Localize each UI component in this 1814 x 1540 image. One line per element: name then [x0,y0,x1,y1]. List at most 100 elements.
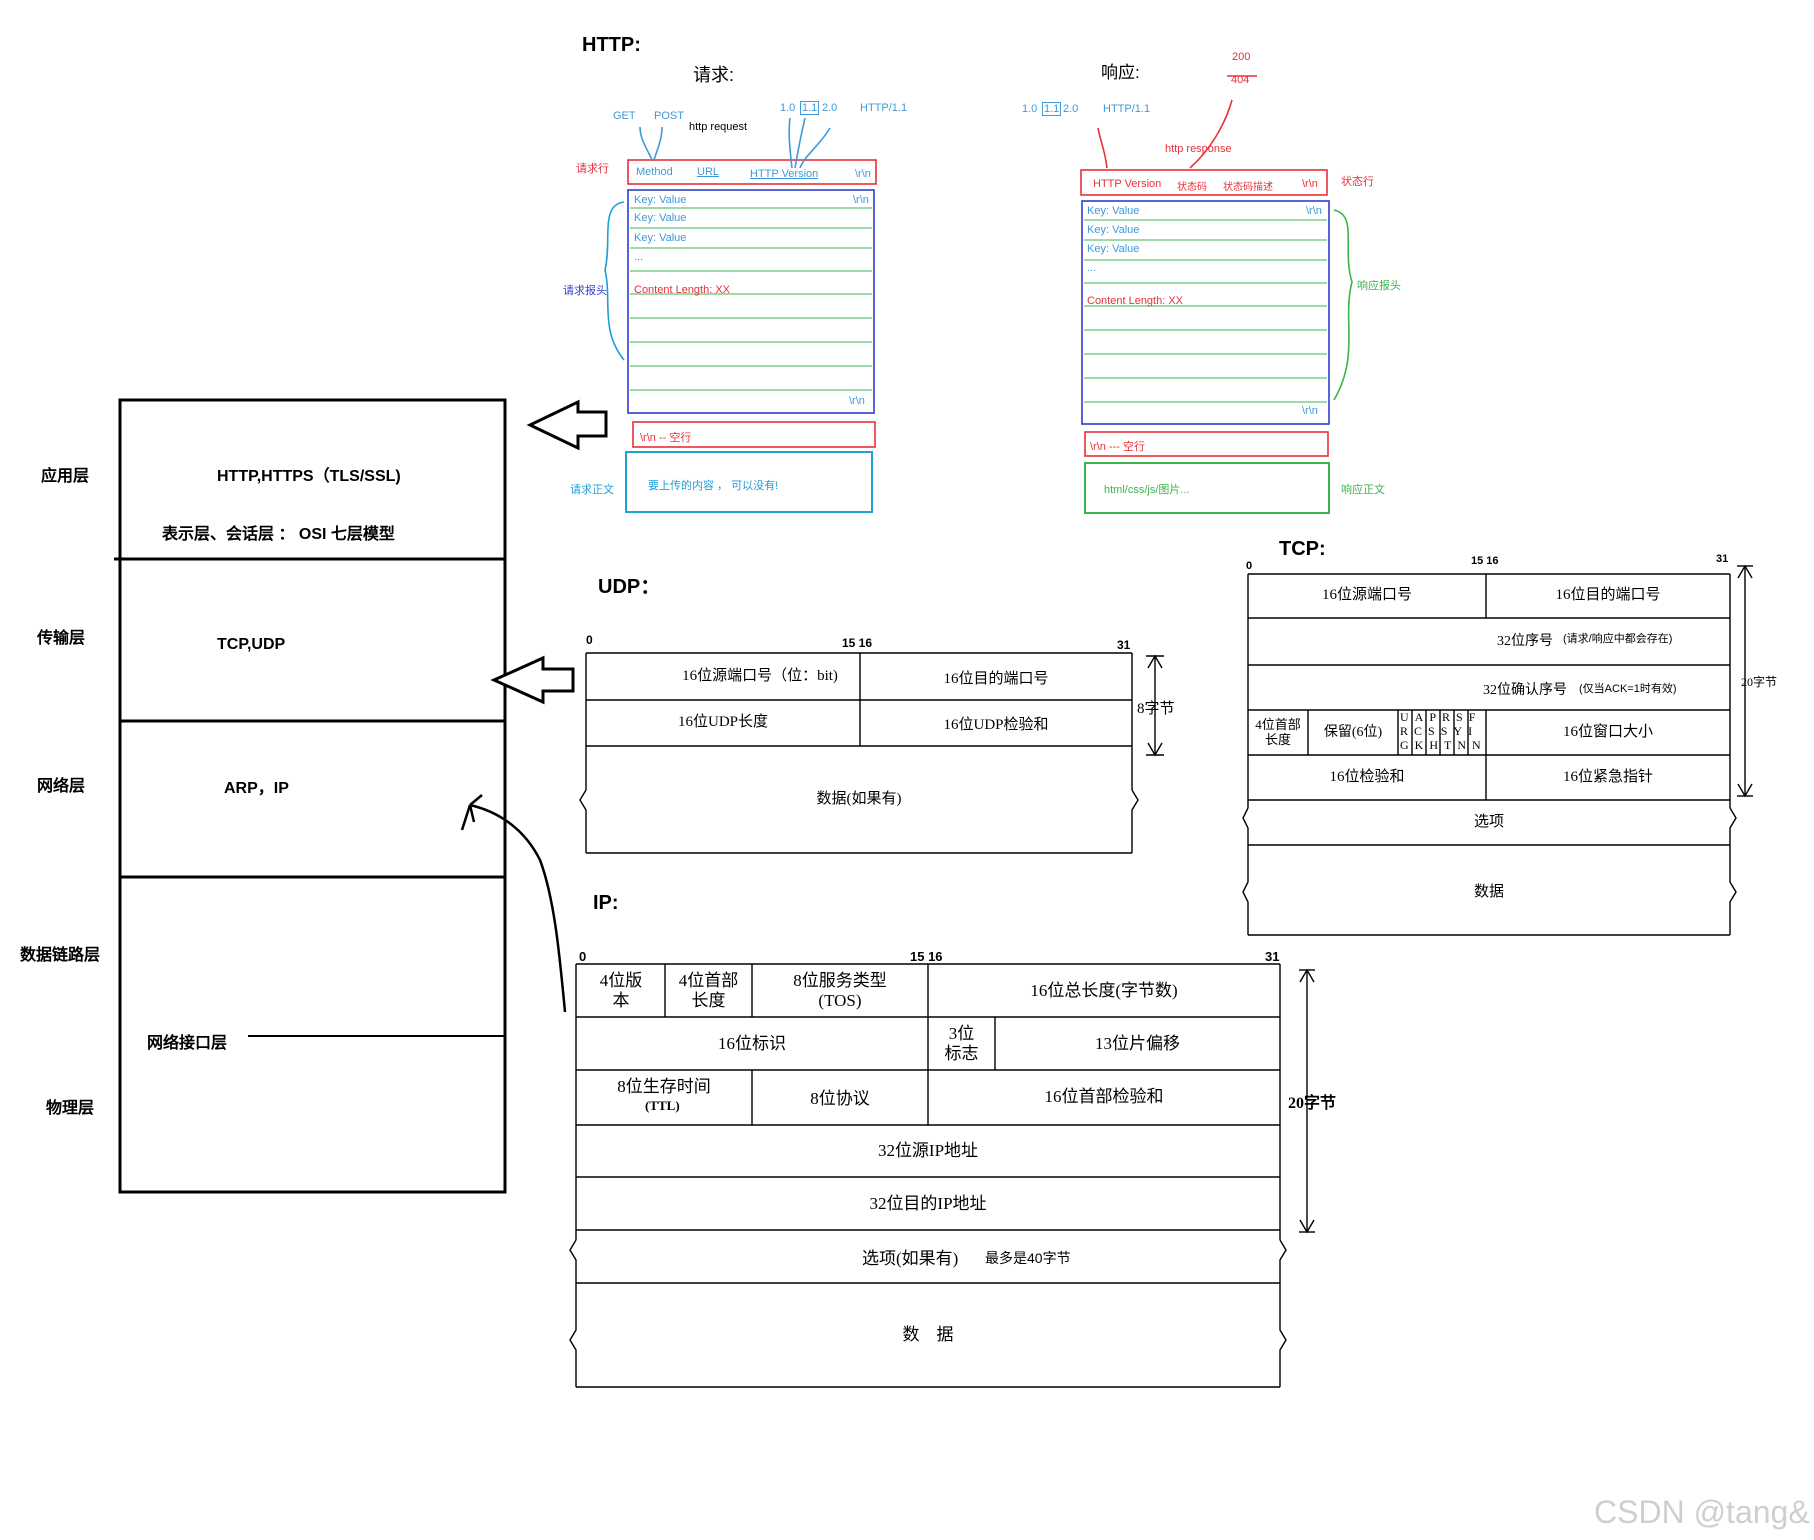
tcp-bit-31: 31 [1716,553,1729,565]
tcp-flag-rst-mid: S [1440,724,1454,738]
resp-kv-3: Key: Value [1087,243,1140,255]
req-kv-1: Key: Value [634,194,687,206]
ip-bit-15-16: 15 16 [910,949,943,964]
udp-bit-31: 31 [1117,638,1131,652]
resp-content-length: Content Length: XX [1087,295,1184,307]
tcp-flag-syn-bot: N [1457,738,1473,752]
req-line-label: 请求行 [576,163,609,175]
resp-version-1-0: 1.0 [1022,103,1038,115]
udp-title: UDP： [598,576,661,598]
tcp-seq: 32位序号 [1497,634,1553,649]
resp-response-label: http response [1165,143,1232,155]
req-kv-2: Key: Value [634,212,687,224]
req-end-crlf: \r\n [849,395,865,407]
tcp-window: 16位窗口大小 [1562,724,1653,741]
tcp-data: 数据 [1473,883,1504,900]
tcp-flag-fin-mid: I [1468,724,1479,738]
ip-ttl: 8位生存时间 [617,1077,711,1097]
ip-flags: 3位标志 [944,1024,979,1063]
resp-blank-line: \r\n --- 空行 [1090,441,1145,453]
req-version-2-0: 2.0 [822,102,838,114]
tcp-flag-ack-mid: C [1414,724,1429,738]
watermark: CSDN @tang& [1594,1494,1810,1530]
resp-kv-2: Key: Value [1087,224,1140,236]
tcp-flags-bot: GKHTNN [1400,738,1487,753]
ip-identification: 16位标识 [718,1034,786,1054]
http-response-frame [1080,75,1353,514]
tcp-ack-note: (仅当ACK=1时有效) [1579,683,1677,695]
tcp-flag-urg-mid: R [1400,724,1415,738]
arrow-udp-to-transport [490,655,575,705]
ip-frame [569,963,1315,1388]
network-protocols: ARP，IP [224,780,289,797]
http-response-title: 响应: [1101,63,1140,82]
osi-label-datalink: 数据链路层 [20,947,101,964]
tcp-ack: 32位确认序号 [1483,683,1567,698]
req-line-crlf: \r\n [855,168,871,180]
ip-fragment-offset: 13位片偏移 [1095,1034,1180,1054]
arrow-ip-to-network [469,803,567,1013]
req-request-label: http request [689,121,748,133]
resp-kv-crlf: \r\n [1306,205,1322,217]
osi-label-network: 网络层 [37,778,86,795]
req-url: URL [697,166,720,178]
tcp-checksum: 16位检验和 [1329,769,1405,786]
ip-bytes: 20字节 [1288,1095,1337,1112]
resp-version: HTTP Version [1093,178,1162,190]
tcp-flag-fin-top: F [1468,710,1482,724]
osi-label-transport: 传输层 [37,630,86,647]
tcp-flag-syn-top: S [1456,710,1469,724]
tcp-flag-rst-top: R [1442,710,1457,724]
req-method: Method [636,166,673,178]
osi-stack-frame [114,398,507,1194]
resp-status-desc: 状态码描述 [1223,182,1273,193]
resp-code-200: 200 [1232,51,1251,63]
req-content-length: Content Length: XX [634,284,731,296]
udp-frame [579,652,1164,854]
tcp-urgent-pointer: 16位紧急指针 [1562,769,1653,786]
udp-bit-0: 0 [586,633,593,647]
resp-status-code: 状态码 [1177,182,1207,193]
ip-options-note: 最多是40字节 [985,1250,1071,1266]
udp-bytes: 8字节 [1137,701,1175,717]
req-post: POST [654,110,684,122]
udp-dst-port: 16位目的端口号 [943,671,1049,688]
http-request-title: 请求: [693,65,735,85]
req-ellipsis: ... [634,251,644,263]
ip-options: 选项(如果有) [862,1249,959,1268]
udp-bit-15-16: 15 16 [842,636,873,650]
ip-header-length: 4位首部长度 [678,971,739,1010]
ip-source-address: 32位源IP地址 [877,1141,979,1161]
tcp-flag-urg-top: U [1400,710,1415,724]
resp-kv-1: Key: Value [1087,205,1140,217]
tcp-reserved: 保留(6位) [1323,724,1383,740]
resp-end-crlf: \r\n [1302,405,1318,417]
udp-data: 数据(如果有) [816,791,902,808]
osi-label-application: 应用层 [41,468,90,485]
req-kv-crlf: \r\n [853,194,869,206]
resp-line-crlf: \r\n [1302,178,1318,190]
osi-label-physical: 物理层 [46,1100,95,1117]
netif-label: 网络接口层 [147,1035,228,1052]
tcp-src-port: 16位源端口号 [1321,587,1412,604]
ip-destination-address: 32位目的IP地址 [869,1193,987,1213]
req-version-1-0: 1.0 [780,102,796,114]
ip-version: 4位版本 [599,971,643,1010]
tcp-frame [1242,564,1753,936]
http-title: HTTP: [582,34,641,56]
resp-line-label: 状态行 [1341,176,1374,188]
tcp-bit-0: 0 [1246,560,1253,572]
tcp-flags-mid: RCSSYI [1400,724,1478,739]
resp-header-label: 响应报头 [1357,280,1401,292]
req-version: HTTP Version [750,168,819,180]
app-note: 表示层、会话层 ： OSI 七层模型 [162,526,395,543]
ip-bit-0: 0 [579,949,587,964]
req-body: 要上传的内容 ， 可以没有! [648,480,779,492]
tcp-options: 选项 [1473,813,1504,830]
tcp-flag-rst-bot: T [1444,738,1458,752]
resp-code-404: 404 [1231,74,1250,86]
ip-protocol: 8位协议 [810,1088,870,1108]
tcp-flag-psh-top: P [1429,710,1443,724]
tcp-title: TCP: [1279,538,1326,560]
ip-title: IP: [593,892,619,914]
